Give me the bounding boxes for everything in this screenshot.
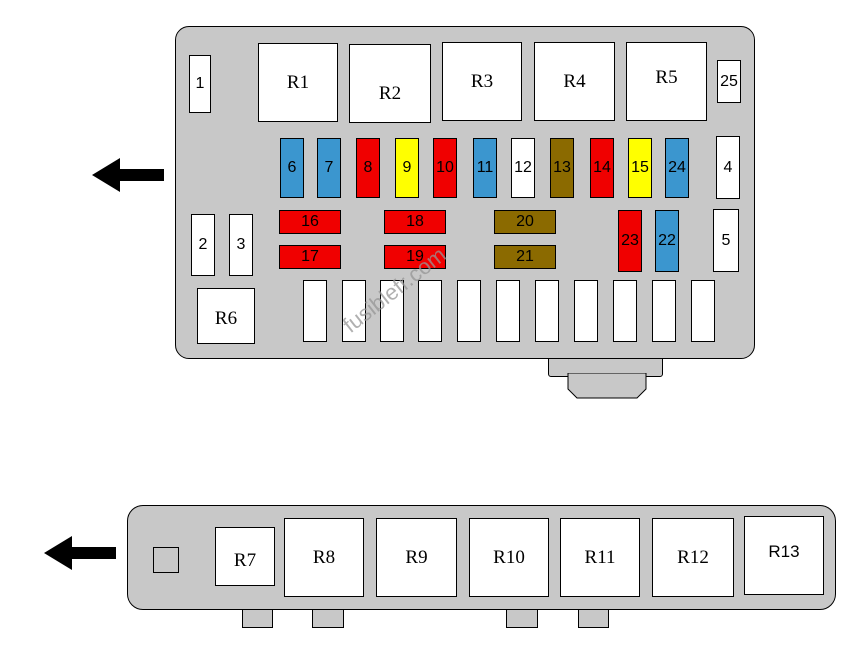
empty-slot — [303, 280, 327, 342]
relay-label: R12 — [677, 546, 709, 568]
relay-label: R10 — [493, 546, 525, 568]
fuse-label: 18 — [406, 213, 424, 230]
fuse-19: 19 — [384, 245, 446, 269]
fuse-10: 10 — [433, 138, 457, 198]
relay-r7: R7 — [215, 527, 275, 586]
fuse-25: 25 — [717, 60, 741, 103]
relay-label: R13 — [768, 541, 800, 561]
arrow-left-icon — [92, 158, 164, 192]
fuse-18: 18 — [384, 210, 446, 234]
fuse-label: 1 — [195, 75, 205, 92]
fuse-label: 8 — [363, 159, 373, 176]
relay-r2: R2 — [349, 44, 431, 123]
fuse-22: 22 — [655, 210, 679, 272]
empty-slot — [418, 280, 442, 342]
relay-r5: R5 — [626, 42, 707, 121]
fuse-11: 11 — [473, 138, 497, 198]
fuse-21: 21 — [494, 245, 556, 269]
fuse-label: 2 — [198, 236, 208, 253]
fuse-label: 25 — [720, 72, 738, 90]
fuse-label: 6 — [287, 159, 297, 176]
fuse-label: 9 — [402, 159, 412, 176]
fuse-4: 4 — [716, 136, 740, 199]
relay-r9: R9 — [376, 518, 457, 597]
fuse-1: 1 — [189, 55, 211, 113]
empty-slot — [652, 280, 676, 342]
fuse-7: 7 — [317, 138, 341, 198]
fuse-17: 17 — [279, 245, 341, 269]
relay-r6: R6 — [197, 288, 255, 344]
empty-slot — [691, 280, 715, 342]
lower-box-clip — [242, 606, 273, 628]
relay-r10: R10 — [469, 518, 549, 597]
relay-r12: R12 — [652, 518, 734, 597]
relay-label: R7 — [233, 549, 257, 571]
arrow-left-icon — [44, 536, 116, 570]
fuse-15: 15 — [628, 138, 652, 198]
relay-label: R11 — [584, 546, 616, 568]
fuse-label: 7 — [324, 159, 334, 176]
fuse-2: 2 — [191, 214, 215, 276]
fuse-label: 24 — [668, 159, 686, 176]
fuse-24: 24 — [665, 138, 689, 198]
relay-r8: R8 — [284, 518, 364, 597]
small-square-slot — [153, 547, 179, 573]
empty-slot — [380, 280, 404, 342]
relay-r11: R11 — [560, 518, 640, 597]
fuse-14: 14 — [590, 138, 614, 198]
fuse-label: 14 — [593, 159, 611, 176]
lower-box-clip — [506, 606, 538, 628]
fuse-label: 3 — [236, 236, 246, 253]
fuse-label: 19 — [406, 248, 424, 265]
fuse-13: 13 — [550, 138, 574, 198]
fuse-label: 13 — [553, 159, 571, 176]
fuse-label: 17 — [301, 248, 319, 265]
fuse-label: 20 — [516, 213, 534, 230]
lower-relay-box: R7 R8 R9 R10 R11 R12 R13 — [127, 505, 836, 610]
fuse-label: 15 — [631, 159, 649, 176]
relay-label: R6 — [214, 308, 238, 329]
fuse-3: 3 — [229, 214, 253, 276]
fuse-16: 16 — [279, 210, 341, 234]
empty-slot — [535, 280, 559, 342]
fuse-label: 4 — [723, 158, 733, 176]
empty-slot — [574, 280, 598, 342]
upper-fuse-box: R1 R2 R3 R4 R5 R6 1 25 4 5 2 3 6 7 8 9 1… — [175, 26, 755, 359]
relay-r4: R4 — [534, 42, 615, 121]
relay-r3: R3 — [442, 42, 522, 121]
empty-slot — [496, 280, 520, 342]
upper-box-bottom-connector — [567, 373, 647, 399]
fuse-label: 21 — [516, 248, 534, 265]
lower-box-clip — [312, 606, 344, 628]
fuse-label: 11 — [476, 159, 494, 176]
empty-slot — [342, 280, 366, 342]
relay-label: R9 — [405, 546, 428, 568]
fuse-20: 20 — [494, 210, 556, 234]
relay-r13: R13 — [744, 516, 824, 595]
relay-label: R5 — [655, 66, 678, 88]
fuse-label: 10 — [436, 159, 454, 176]
relay-label: R8 — [312, 546, 336, 568]
fuse-9: 9 — [395, 138, 419, 198]
relay-label: R1 — [286, 71, 310, 93]
fuse-12: 12 — [511, 138, 535, 198]
relay-label: R2 — [378, 82, 402, 104]
fuse-label: 5 — [721, 231, 731, 249]
relay-label: R3 — [470, 70, 494, 92]
fuse-label: 23 — [621, 232, 639, 249]
fuse-label: 16 — [301, 213, 319, 230]
fuse-23: 23 — [618, 210, 642, 272]
relay-r1: R1 — [258, 43, 338, 122]
fuse-label: 22 — [658, 232, 676, 249]
fuse-6: 6 — [280, 138, 304, 198]
lower-box-clip — [578, 606, 609, 628]
fuse-8: 8 — [356, 138, 380, 198]
relay-label: R4 — [563, 70, 586, 92]
fuse-5: 5 — [713, 209, 739, 272]
empty-slot — [457, 280, 481, 342]
empty-slot — [613, 280, 637, 342]
fuse-label: 12 — [514, 159, 532, 176]
